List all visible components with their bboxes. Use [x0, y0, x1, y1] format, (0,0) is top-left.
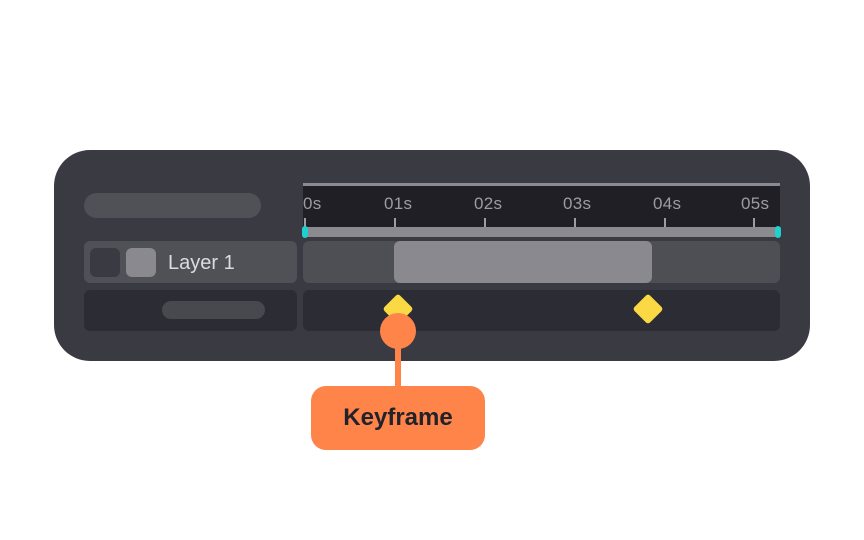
scrub-bar[interactable] [303, 227, 780, 237]
ruler-tick [753, 218, 755, 227]
ruler-label-0: 0s [303, 194, 322, 213]
keyframe-callout: Keyframe [311, 386, 485, 450]
ruler-label-2: 02s [474, 194, 503, 213]
ruler-tick [304, 218, 306, 227]
keyframe-track[interactable] [303, 290, 780, 331]
callout-pointer-dot [380, 313, 416, 349]
ruler-tick [394, 218, 396, 227]
ruler-label-1: 01s [384, 194, 413, 213]
layer-name: Layer 1 [168, 252, 235, 274]
range-start-handle[interactable] [302, 226, 308, 238]
layer-clip[interactable] [394, 241, 652, 283]
ruler-tick [484, 218, 486, 227]
layer-lock-toggle[interactable] [126, 248, 156, 277]
timeline-title-placeholder [84, 193, 261, 218]
property-name-placeholder [162, 301, 265, 319]
ruler-top-border [303, 183, 780, 186]
ruler-label-5: 05s [741, 194, 770, 213]
layer-visibility-toggle[interactable] [90, 248, 120, 277]
ruler-tick [574, 218, 576, 227]
callout-connector [395, 345, 401, 389]
ruler-tick [664, 218, 666, 227]
callout-label: Keyframe [343, 404, 453, 431]
ruler-label-4: 04s [653, 194, 682, 213]
ruler-label-3: 03s [563, 194, 592, 213]
range-end-handle[interactable] [775, 226, 781, 238]
